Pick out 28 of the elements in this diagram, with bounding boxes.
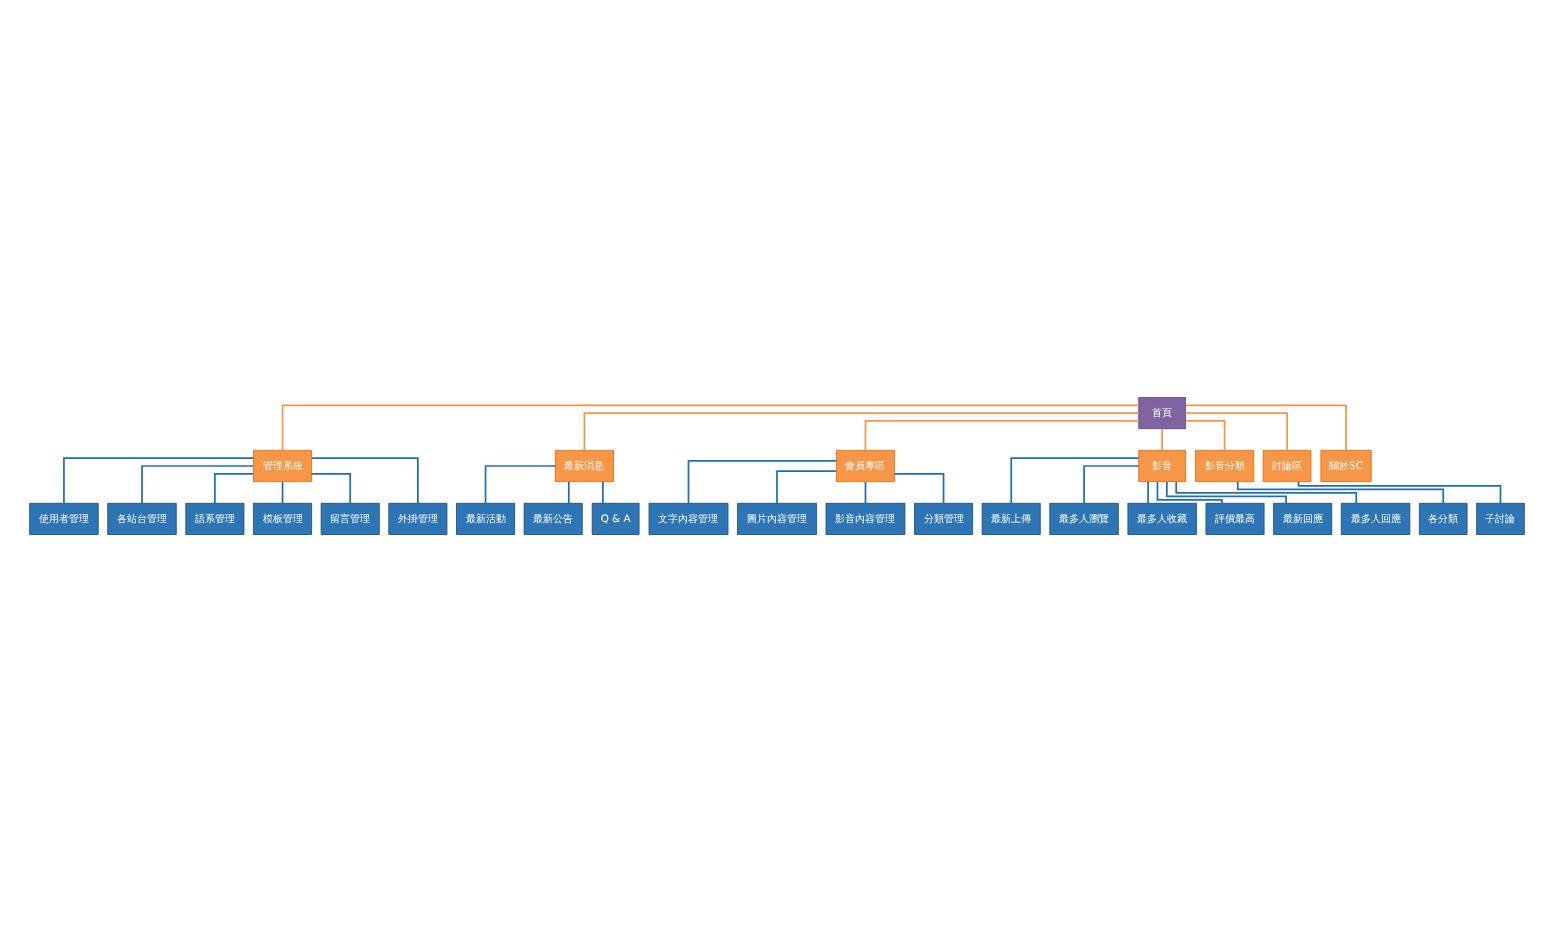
connector xyxy=(893,471,945,503)
connector xyxy=(687,458,838,503)
connector xyxy=(776,469,838,504)
connector xyxy=(864,480,867,503)
connector xyxy=(141,464,255,503)
connector xyxy=(214,471,255,503)
connector xyxy=(1083,464,1140,503)
connector xyxy=(1165,480,1287,504)
connector xyxy=(1161,427,1164,450)
connector xyxy=(281,480,284,503)
connector xyxy=(1147,480,1149,503)
connector xyxy=(1184,403,1347,451)
connector xyxy=(281,403,1140,451)
connector xyxy=(602,480,604,503)
connector xyxy=(1184,419,1226,451)
connector xyxy=(1184,411,1288,450)
connector xyxy=(1156,479,1223,503)
connector xyxy=(1297,479,1502,504)
connector xyxy=(1175,479,1358,504)
connector xyxy=(311,456,419,504)
connector xyxy=(583,411,1140,450)
connector xyxy=(310,471,352,503)
connector xyxy=(1236,479,1445,503)
connector xyxy=(1010,456,1140,504)
connector xyxy=(63,456,255,504)
connector xyxy=(864,419,1140,451)
connector xyxy=(567,480,570,503)
connector xyxy=(484,464,557,503)
